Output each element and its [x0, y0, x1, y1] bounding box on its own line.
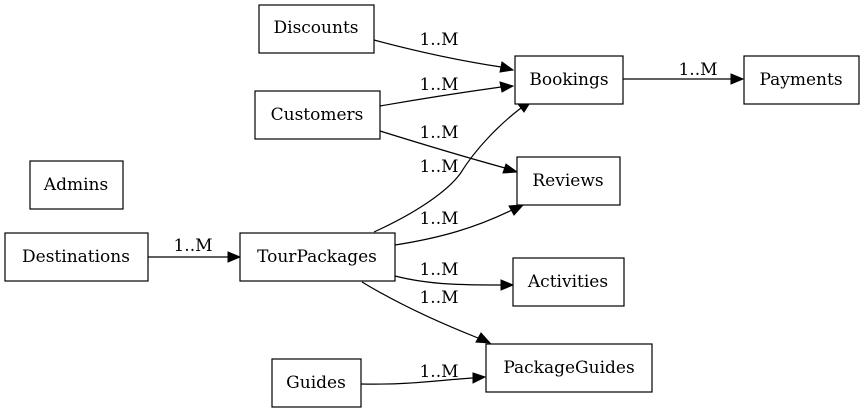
node-tourpackages: TourPackages [239, 232, 396, 282]
node-admins: Admins [29, 160, 124, 210]
edge-label-tourpackages-reviews: 1..M [419, 209, 458, 229]
node-packageguides: PackageGuides [485, 343, 653, 393]
edge-label-bookings-payments: 1..M [678, 60, 717, 80]
edge-label-tourpackages-bookings: 1..M [419, 157, 458, 177]
edge-label-destinations-tourpackages: 1..M [173, 236, 212, 256]
node-label-guides: Guides [286, 373, 346, 393]
edge-tourpackages-activities: 1..M [394, 260, 515, 291]
node-label-tourpackages: TourPackages [257, 247, 377, 267]
node-guides: Guides [271, 358, 362, 408]
edge-tourpackages-packageguides: 1..M [361, 281, 492, 344]
node-label-activities: Activities [527, 272, 608, 292]
node-label-discounts: Discounts [274, 18, 359, 38]
node-customers: Customers [254, 90, 381, 140]
node-destinations: Destinations [4, 232, 149, 282]
edge-bookings-payments: 1..M [623, 60, 745, 85]
node-label-destinations: Destinations [22, 247, 130, 267]
node-payments: Payments [743, 55, 860, 105]
edge-guides-packageguides: 1..M [360, 362, 487, 385]
edge-destinations-tourpackages: 1..M [148, 236, 242, 263]
node-label-bookings: Bookings [529, 70, 608, 90]
node-discounts: Discounts [258, 4, 375, 54]
edge-customers-reviews: 1..M [379, 123, 519, 174]
node-label-admins: Admins [43, 175, 108, 195]
edge-tourpackages-bookings: 1..M [373, 100, 533, 233]
node-bookings: Bookings [514, 55, 624, 105]
node-reviews: Reviews [516, 156, 621, 206]
edge-customers-bookings: 1..M [379, 75, 515, 107]
edge-label-tourpackages-activities: 1..M [419, 260, 458, 280]
edge-label-discounts-bookings: 1..M [419, 30, 458, 50]
node-activities: Activities [512, 257, 625, 307]
edge-label-customers-reviews: 1..M [419, 123, 458, 143]
edge-label-customers-bookings: 1..M [419, 75, 458, 95]
node-label-customers: Customers [271, 105, 364, 125]
node-label-reviews: Reviews [532, 171, 603, 191]
edge-discounts-bookings: 1..M [373, 30, 515, 73]
node-label-payments: Payments [759, 70, 842, 90]
edge-tourpackages-reviews: 1..M [394, 204, 525, 246]
edge-label-tourpackages-packageguides: 1..M [419, 288, 458, 308]
edge-label-guides-packageguides: 1..M [419, 362, 458, 382]
node-label-packageguides: PackageGuides [503, 358, 634, 378]
